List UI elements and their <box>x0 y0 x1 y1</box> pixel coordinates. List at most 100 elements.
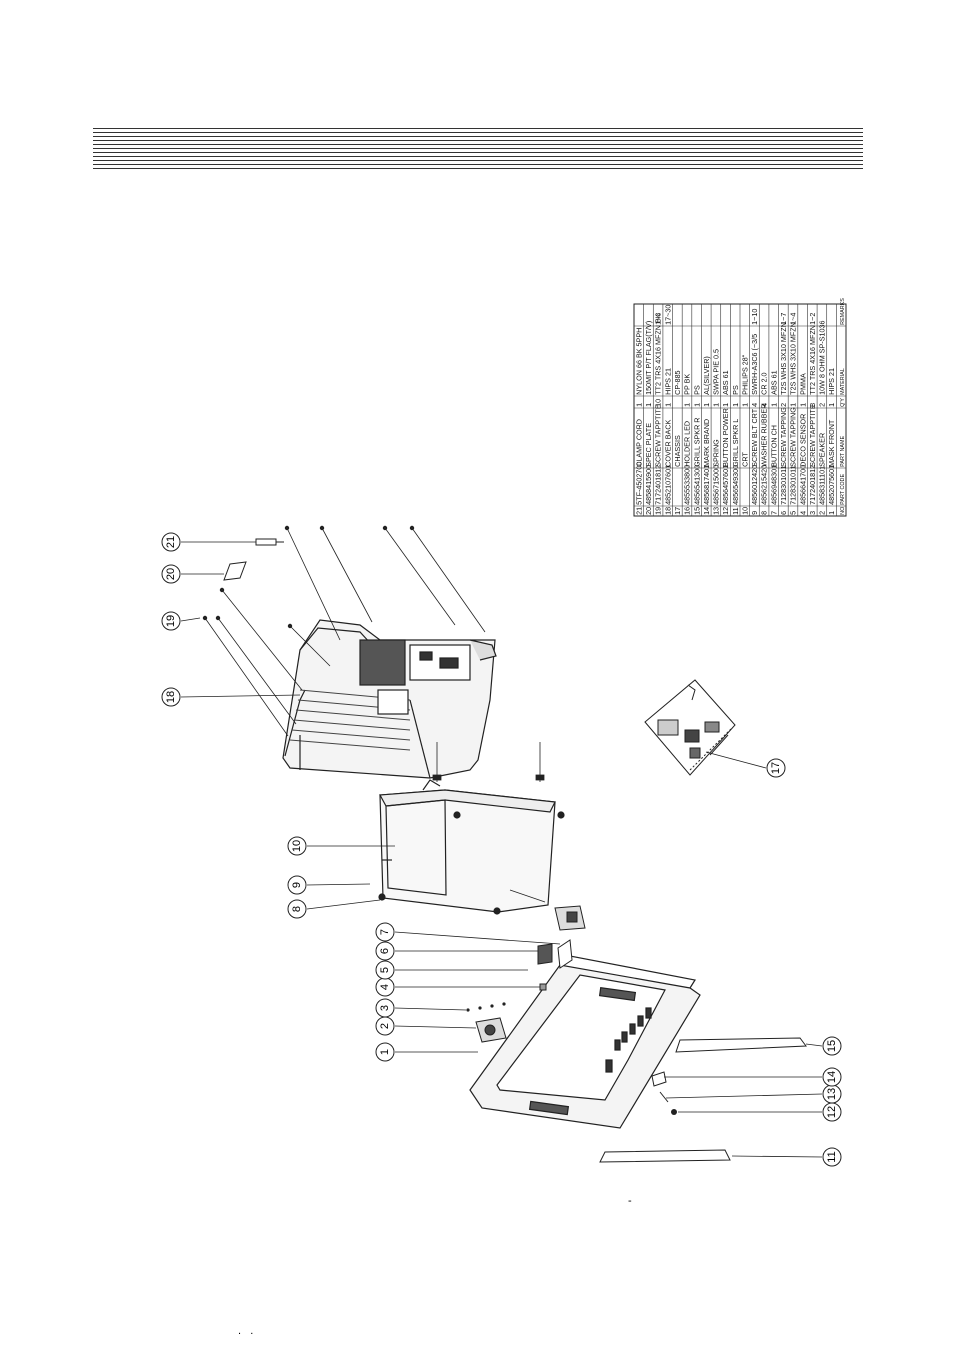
callout-leader-line <box>394 1007 467 1011</box>
table-cell: 10W 8 OHM SP-S1036 <box>818 320 827 394</box>
callout-17: 17 <box>705 751 786 778</box>
callout-leader-line <box>731 1155 823 1158</box>
crt-screws <box>432 742 546 903</box>
table-cell: 13 <box>712 507 721 515</box>
table-cell: 14 <box>702 507 711 515</box>
callout-leader-line <box>180 617 201 622</box>
callout-2: 2 <box>375 1016 477 1036</box>
table-cell: SPEAKER <box>818 433 827 467</box>
table-header-cell: MATERIAL <box>840 368 846 395</box>
callout-number: 10 <box>291 840 303 852</box>
table-cell: 4856215420 <box>760 465 769 505</box>
grill-speaker-right <box>675 1037 807 1053</box>
table-cell: 1 <box>731 403 740 407</box>
callout-number: 9 <box>291 882 303 888</box>
table-cell: AL(SILVER) <box>702 356 711 395</box>
callout-number: 14 <box>826 1071 838 1083</box>
callout-19: 19 <box>161 611 201 631</box>
table-cell: MASK FRONT <box>827 419 836 467</box>
table-cell: 18 <box>663 507 672 515</box>
table-cell: 1 <box>712 403 721 407</box>
table-cell: NYLON 66 BK 5PPH <box>634 328 643 395</box>
clamp-cord <box>255 538 284 546</box>
table-cell: 7128301011 <box>779 465 788 504</box>
callout-leader-line <box>665 1093 823 1099</box>
chassis-board <box>644 679 736 776</box>
table-cell: 10 <box>740 507 749 515</box>
table-cell: 1 <box>789 403 798 407</box>
back-cover-screws <box>202 525 486 737</box>
table-cell: CHASSIS <box>673 435 682 467</box>
power-button <box>671 1109 677 1115</box>
callout-circle <box>375 1042 395 1062</box>
table-cell: GRILL SPKR L <box>731 419 740 467</box>
table-cell: 4856457601 <box>721 465 730 505</box>
table-cell: 4 <box>760 403 769 407</box>
table-cell: HIPS 21 <box>827 368 836 395</box>
callout-leader-line <box>394 931 561 945</box>
table-cell: 7172401812 <box>654 465 663 505</box>
callout-number: 3 <box>379 1005 391 1011</box>
callout-number: 13 <box>826 1088 838 1100</box>
table-cell: 10 <box>654 399 663 407</box>
callout-circle <box>375 960 395 980</box>
table-cell: 1 <box>692 403 701 407</box>
table-cell: TT2 TRS 4X16 MFZN BK <box>654 313 663 395</box>
table-cell: GRILL SPKR R <box>692 418 701 467</box>
table-cell: ABS 61 <box>769 370 778 394</box>
table-cell: T2S WHS 3X10 MFZN <box>779 322 788 395</box>
table-cell: COVER BACK <box>663 419 672 466</box>
table-cell: 4858311101 <box>818 466 827 505</box>
callout-number: 4 <box>379 984 391 990</box>
callout-circle <box>161 564 181 584</box>
table-cell: 4856641700 <box>798 465 807 505</box>
table-cell: 2 <box>779 403 788 407</box>
table-cell: CP-885 <box>673 370 682 394</box>
callout-circle <box>287 875 307 895</box>
table-cell: SCREW BLT CRT <box>750 408 759 467</box>
table-cell: 4852107601 <box>663 465 672 505</box>
table-cell: T2S WHS 3X10 MFZN <box>789 322 798 395</box>
callout-circle <box>766 758 786 778</box>
table-cell: 4856541300 <box>692 465 701 505</box>
table-cell: CRT <box>740 452 749 467</box>
callout-circle <box>375 922 395 942</box>
table-cell: 8 <box>760 511 769 515</box>
table-cell: PP BK <box>683 374 692 395</box>
callout-circle <box>375 941 395 961</box>
table-cell: 1~2 <box>808 313 817 325</box>
table-cell: 1 <box>663 403 672 407</box>
grill-speaker-left <box>599 1149 731 1163</box>
callout-circle <box>822 1147 842 1167</box>
table-cell: HIPS 21 <box>663 368 672 395</box>
table-cell: 7 <box>769 511 778 515</box>
table-cell: 1 <box>702 403 711 407</box>
table-cell: CLAMP CORD <box>634 419 643 467</box>
table-cell: 4852075601 <box>827 465 836 505</box>
callout-leader-line <box>306 899 381 910</box>
callout-1: 1 <box>375 1042 478 1062</box>
crt-tube <box>378 779 565 915</box>
callout-20: 20 <box>161 564 224 584</box>
table-cell: SCREW TAPPING <box>789 407 798 467</box>
table-cell: SPEC PLATE <box>644 423 653 467</box>
speaker-right <box>554 905 586 931</box>
table-cell: 5TF-4502700 <box>634 462 643 505</box>
table-cell: PS <box>731 385 740 395</box>
table-cell: MARK BRAND <box>702 419 711 467</box>
callout-3: 3 <box>375 998 467 1018</box>
callout-4: 4 <box>375 977 540 997</box>
callout-number: 19 <box>165 615 177 627</box>
table-cell: 4856948301 <box>769 465 778 505</box>
callout-leader-line <box>180 694 301 698</box>
table-cell: 1 <box>644 403 653 407</box>
table-cell: 19 <box>654 507 663 515</box>
table-cell: PHILIPS 28" <box>740 354 749 395</box>
table-cell: 4856817401 <box>702 465 711 505</box>
table-cell: 12 <box>721 507 730 515</box>
stray-dots: . . <box>238 1325 253 1337</box>
table-cell: 2 <box>818 403 827 407</box>
callout-11: 11 <box>731 1147 842 1167</box>
deco-sensor <box>539 983 547 991</box>
